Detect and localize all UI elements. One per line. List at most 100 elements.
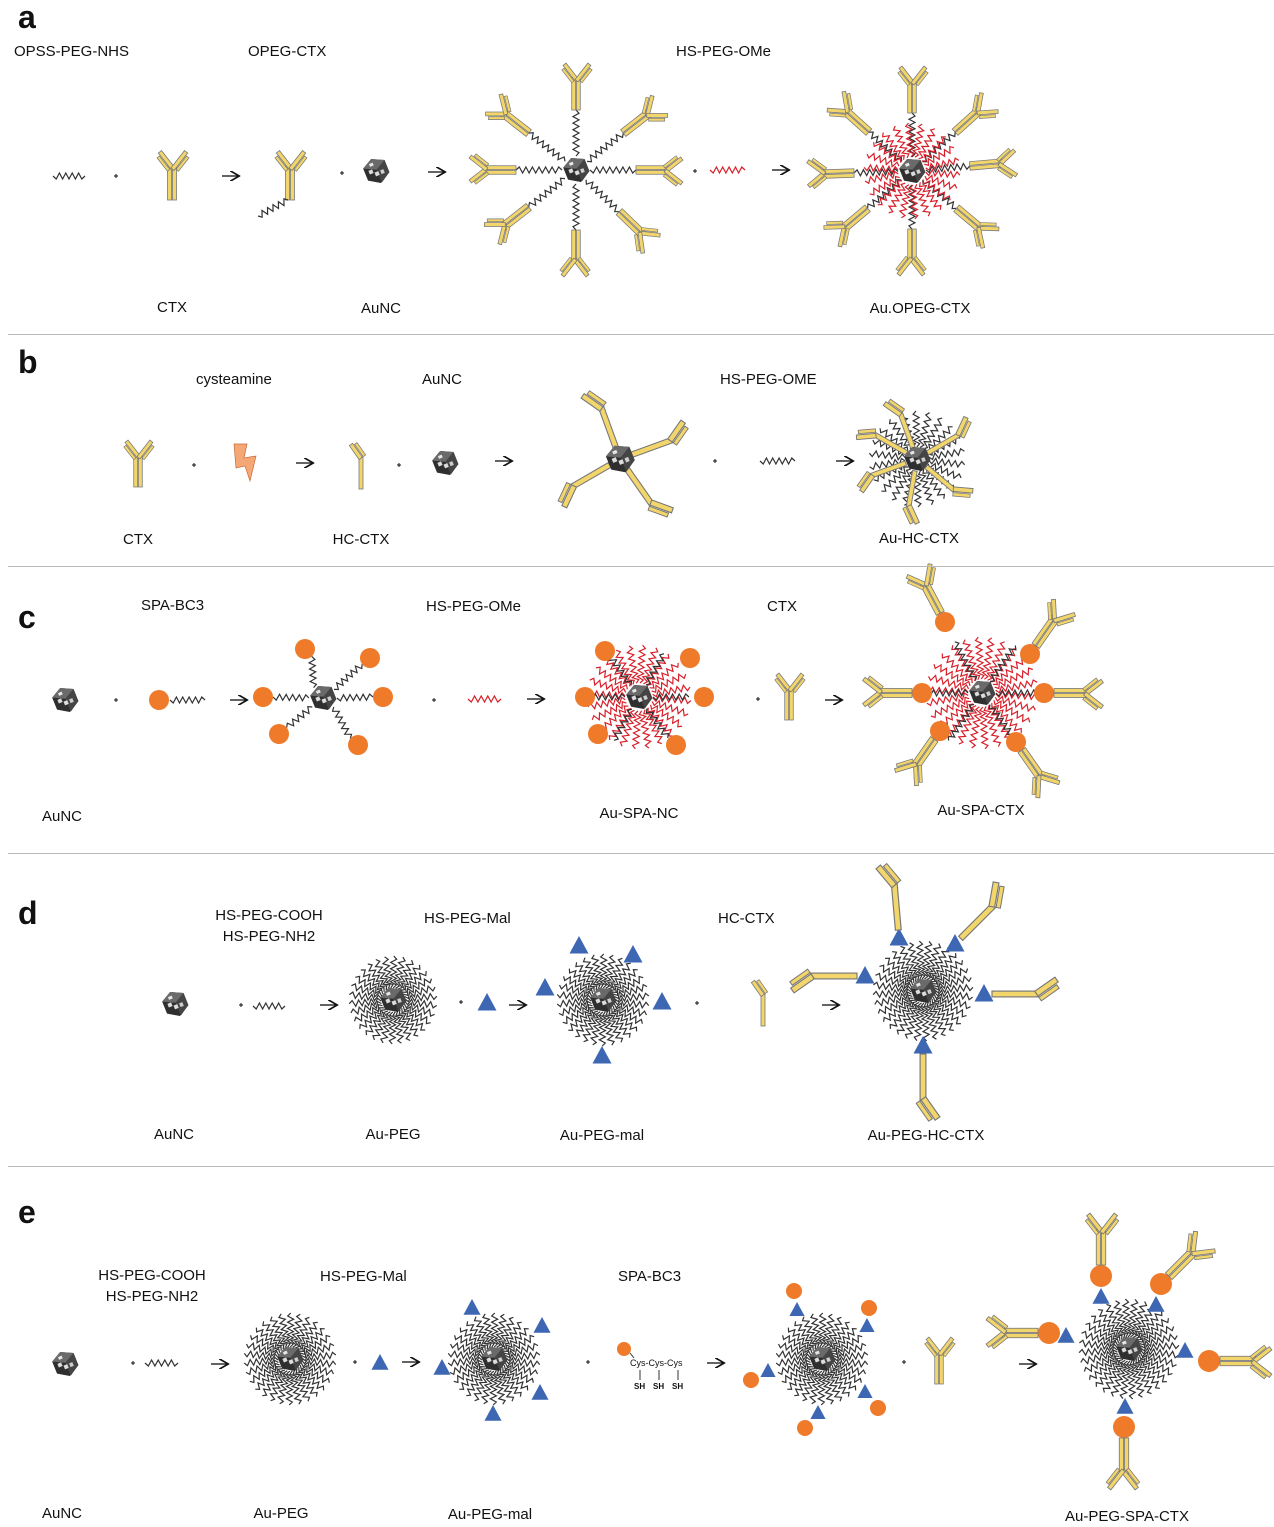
peg-chain-icon <box>995 679 1038 694</box>
peg-chain-icon <box>921 941 933 980</box>
peg-chain-icon <box>652 684 691 698</box>
peg-chain-icon <box>781 1362 812 1384</box>
peg-chain-icon <box>924 145 955 167</box>
peg-chain-icon <box>887 182 906 214</box>
product-label: AuNC <box>360 300 402 317</box>
reagent-label: OPSS-PEG-NHS <box>14 43 130 60</box>
peg-chain-icon <box>379 1011 394 1044</box>
peg-chain-icon <box>613 708 633 741</box>
peg-chain-icon <box>777 1359 811 1376</box>
antibody-icon <box>894 736 939 787</box>
reagent-label: AuNC <box>422 371 463 388</box>
peg-chain-icon <box>1078 1346 1118 1357</box>
peg-chain-icon <box>307 655 318 688</box>
peg-chain-icon <box>921 136 946 162</box>
panel-divider <box>8 1166 1274 1167</box>
peg-chain-icon <box>252 1001 286 1011</box>
peg-chain-icon <box>488 1370 499 1406</box>
maleimide-triangle-icon <box>569 936 589 954</box>
peg-chain-icon <box>801 1369 819 1402</box>
peg-chain-icon <box>868 131 903 162</box>
panel-divider <box>8 853 1274 854</box>
peg-chain-icon <box>651 699 689 717</box>
peg-chain-icon <box>925 162 971 174</box>
gold-nanocluster-icon <box>52 687 79 713</box>
reagent-label: HS-PEG-Mal <box>320 1268 407 1285</box>
gold-nanocluster-icon <box>363 158 390 184</box>
peg-chain-icon <box>295 1368 318 1397</box>
peg-chain-icon <box>404 984 436 1000</box>
peg-chain-icon <box>817 1312 828 1348</box>
peg-chain-icon <box>587 696 626 710</box>
peg-chain-icon <box>293 1316 311 1349</box>
peg-chain-icon <box>292 1369 311 1402</box>
peg-chain-icon <box>262 1321 285 1350</box>
maleimide-triangle-icon <box>371 1354 389 1370</box>
peg-chain-icon <box>269 1369 287 1402</box>
peg-chain-icon <box>169 695 206 705</box>
peg-chain-icon <box>759 456 796 466</box>
peg-chain-icon <box>401 1008 426 1031</box>
antibody-icon <box>557 461 612 509</box>
peg-chain-icon <box>331 706 353 739</box>
product-label: Au-PEG <box>253 1505 309 1522</box>
peg-chain-icon <box>986 641 1006 681</box>
peg-chain-icon <box>504 1360 539 1377</box>
spa-bead-icon <box>373 687 393 707</box>
peg-chain-icon <box>926 692 969 707</box>
peg-chain-icon <box>983 706 1002 747</box>
peg-chain-icon <box>257 197 289 219</box>
peg-chain-icon <box>941 653 973 684</box>
antibody-icon <box>1219 1344 1273 1380</box>
peg-chain-icon <box>1127 1299 1139 1338</box>
peg-chain-icon <box>562 1003 593 1025</box>
peg-chain-icon <box>466 1368 487 1397</box>
maleimide-triangle-icon <box>855 966 875 984</box>
antibody-icon <box>615 208 661 254</box>
maleimide-triangle-icon <box>889 928 909 946</box>
maleimide-triangle-icon <box>463 1299 481 1315</box>
spa-bead-icon <box>595 641 615 661</box>
peg-chain-icon <box>809 1313 824 1348</box>
peg-chain-icon <box>1134 1305 1156 1340</box>
spa-bead-icon <box>1034 683 1054 703</box>
product-label: Au.OPEG-CTX <box>869 300 971 317</box>
peg-chain-icon <box>299 1327 325 1353</box>
peg-chain-icon <box>563 975 594 995</box>
peg-chain-icon <box>300 1334 331 1356</box>
peg-chain-icon <box>932 996 967 1018</box>
peg-chain-icon <box>930 953 957 983</box>
maleimide-triangle-icon <box>535 978 555 996</box>
peg-chain-icon <box>652 694 692 705</box>
peg-chain-icon <box>365 1009 386 1036</box>
antibody-icon <box>985 1314 1039 1350</box>
peg-chain-icon <box>604 657 631 687</box>
peg-chain-icon <box>1119 1360 1131 1399</box>
peg-chain-icon <box>613 1001 648 1018</box>
peg-chain-icon <box>925 168 961 179</box>
peg-chain-icon <box>645 653 665 686</box>
peg-chain-icon <box>582 957 601 990</box>
peg-chain-icon <box>493 1313 508 1348</box>
peg-chain-icon <box>297 1321 318 1350</box>
spa-bead-icon <box>1198 1350 1220 1372</box>
spa-bead-icon <box>870 1400 886 1416</box>
peg-chain-icon <box>372 1010 390 1041</box>
panel-divider <box>8 566 1274 567</box>
peg-chain-icon <box>928 457 966 469</box>
antibody-icon <box>924 464 974 498</box>
thiol-label: SH <box>653 1382 665 1391</box>
peg-chain-icon <box>250 1334 281 1354</box>
spa-bead-icon <box>680 648 700 668</box>
peg-chain-icon <box>923 417 943 450</box>
antibody-icon <box>750 979 769 1027</box>
antibody-icon <box>484 203 532 246</box>
peg-chain-icon <box>481 1313 496 1348</box>
product-label: Au-PEG <box>365 1126 421 1143</box>
spa-bead-icon <box>930 721 950 741</box>
peg-chain-icon <box>449 1359 483 1376</box>
peg-chain-icon <box>1138 1354 1173 1376</box>
peg-chain-icon <box>52 171 86 181</box>
peg-chain-icon <box>928 947 950 982</box>
peg-chain-icon <box>953 641 978 681</box>
